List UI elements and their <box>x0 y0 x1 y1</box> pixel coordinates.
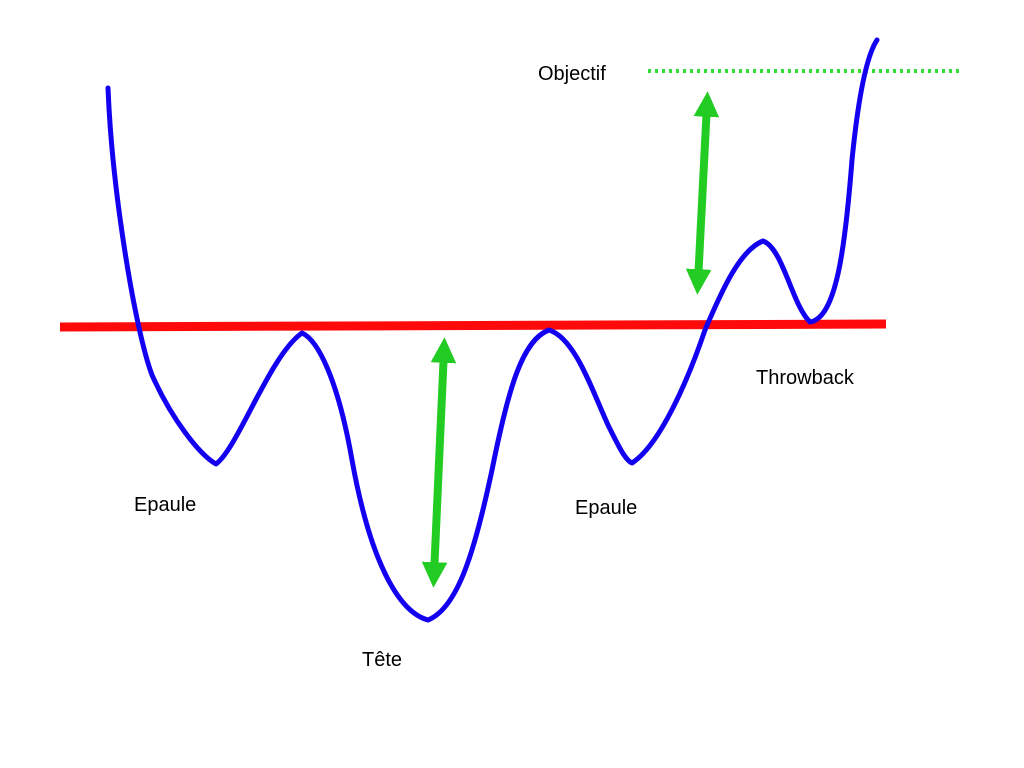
head-label: Tête <box>362 649 402 671</box>
throwback-label: Throwback <box>756 367 855 389</box>
head-depth-arrow <box>421 337 457 588</box>
neckline <box>59 319 887 332</box>
target-label: Objectif <box>538 63 606 85</box>
target-projection-arrow <box>685 91 720 295</box>
left-shoulder-label: Epaule <box>134 494 196 516</box>
right-shoulder-label: Epaule <box>575 497 637 519</box>
price-curve <box>105 37 880 623</box>
